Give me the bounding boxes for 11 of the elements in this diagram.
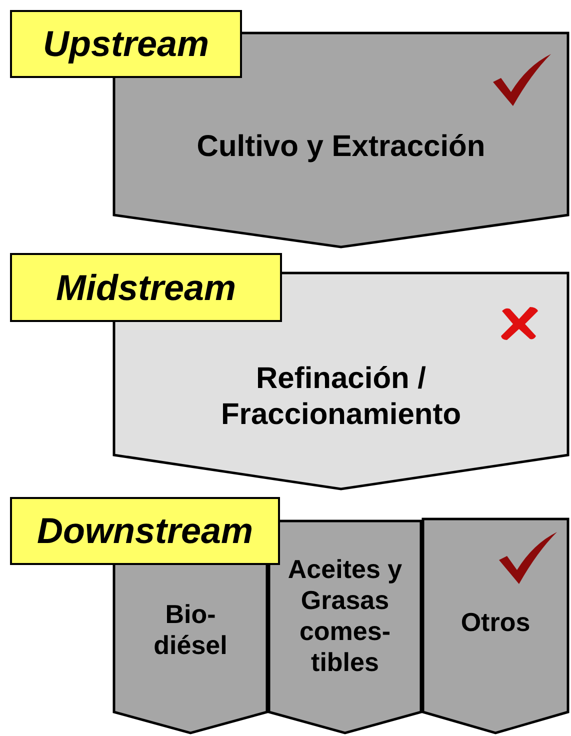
stage-label <box>10 253 282 322</box>
stage-text: Refinación / Fraccionamiento <box>220 361 462 433</box>
stage-text: Otros <box>460 607 530 639</box>
stage-text: Cultivo y Extracción <box>196 129 486 165</box>
stage-name: Downstream <box>36 510 254 552</box>
stage-name: Midstream <box>56 266 236 308</box>
stage-text: Aceites y Grasas comes- tibles <box>286 554 404 678</box>
stage-name: Upstream <box>42 23 210 65</box>
stage-label <box>10 10 242 78</box>
stage-text: Bio- diésel <box>152 598 228 662</box>
stage-label <box>10 497 280 565</box>
